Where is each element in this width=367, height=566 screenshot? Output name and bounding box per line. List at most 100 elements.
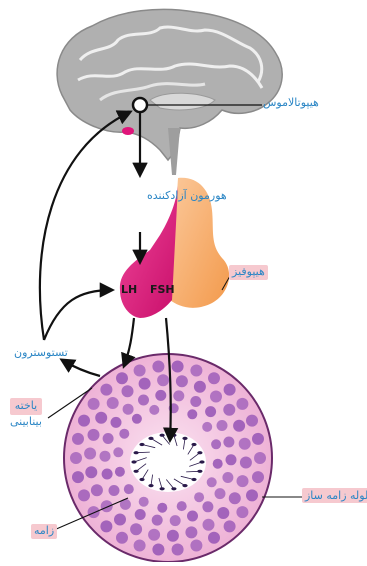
tubule-cell — [155, 390, 166, 401]
tubule-cell — [176, 375, 188, 387]
label-seminiferous-text: لوله زامه ساز — [302, 488, 367, 503]
tubule-cell — [132, 414, 142, 424]
label-hypothalamus: هیپوتالاموس — [263, 97, 319, 110]
tubule-cell — [187, 409, 197, 419]
tubule-cell — [134, 540, 146, 552]
tubule-cell — [170, 515, 181, 526]
tubule-cell — [116, 532, 128, 544]
tubule-cell — [246, 415, 258, 427]
tubule-cell — [157, 503, 167, 513]
label-leydig-line1: یاخته — [10, 398, 42, 415]
label-leydig-cell: یاخته بینابینی — [10, 398, 42, 430]
tubule-cell — [229, 492, 241, 504]
tubule-cell — [115, 467, 125, 477]
tubule-cell — [78, 415, 90, 427]
brain-illustration — [57, 9, 282, 175]
tubule-cell — [172, 361, 184, 373]
tubule-cell — [210, 391, 222, 403]
label-fsh: FSH — [150, 283, 175, 296]
label-releasing-hormone: هورمون آزادکننده — [147, 190, 227, 203]
tubule-cell — [233, 420, 245, 432]
label-seminiferous-tubule: لوله زامه ساز — [302, 490, 367, 503]
label-pituitary: هیپوفیز — [229, 265, 268, 280]
label-sperm: زامه — [31, 524, 57, 539]
seminiferous-tubule-illustration — [64, 354, 272, 562]
tubule-cell — [122, 385, 134, 397]
tubule-cell — [100, 451, 111, 462]
tubule-cell — [223, 404, 235, 416]
tubule-cell — [95, 412, 107, 424]
tubule-cell — [139, 378, 151, 390]
arrow-leydig-to-testosterone — [62, 360, 100, 376]
tubule-cell — [223, 437, 234, 448]
tubule-lumen — [130, 432, 206, 492]
tubule-cell — [190, 540, 202, 552]
tubule-cell — [224, 520, 236, 532]
tubule-cell — [236, 506, 248, 518]
arrow-testosterone-to-hypothalamus — [40, 112, 130, 340]
tubule-cell — [116, 372, 128, 384]
tubule-cell — [152, 361, 164, 373]
tubule-cell — [107, 397, 119, 409]
tubule-cell — [207, 477, 217, 487]
tubule-cell — [119, 429, 129, 439]
label-leydig-line2: بینابینی — [10, 415, 42, 430]
tubule-cell — [72, 471, 84, 483]
tubule-cell — [124, 484, 134, 494]
tubule-cell — [70, 452, 82, 464]
tubule-cell — [217, 507, 229, 519]
tubule-cell — [172, 544, 184, 556]
tubule-cell — [139, 497, 149, 507]
tubule-cell — [177, 501, 187, 511]
tubule-cell — [252, 471, 264, 483]
tubule-cell — [167, 530, 179, 542]
tubule-cell — [226, 454, 237, 465]
tubule-cell — [114, 514, 126, 526]
tubule-cell — [138, 395, 149, 406]
label-lh: LH — [121, 283, 137, 296]
tubule-cell — [100, 520, 112, 532]
tubule-cell — [203, 519, 215, 531]
tubule-cell — [152, 544, 164, 556]
tubule-cell — [236, 398, 248, 410]
hypothalamus-marker — [133, 98, 147, 112]
tubule-cell — [237, 475, 249, 487]
tubule-cell — [149, 405, 159, 415]
tubule-cell — [240, 457, 252, 469]
anterior-pituitary — [120, 186, 178, 318]
tubule-cell — [123, 404, 134, 415]
tubule-cell — [185, 526, 197, 538]
tubule-cell — [208, 372, 220, 384]
tubule-cell — [254, 452, 266, 464]
tubule-cell — [113, 447, 123, 457]
tubule-cell — [246, 489, 258, 501]
tubule-cell — [157, 374, 169, 386]
label-testosterone: تستوسترون — [14, 347, 68, 360]
tubule-cell — [100, 384, 112, 396]
arrow-lh-to-leydig — [124, 318, 134, 366]
tubule-cell — [217, 420, 228, 431]
tubule-cell — [205, 406, 216, 417]
tubule-cell — [88, 506, 100, 518]
tubule-cell — [190, 365, 202, 377]
tubule-cell — [173, 390, 184, 401]
tubule-cell — [252, 433, 264, 445]
tubule-cell — [135, 509, 146, 520]
tubule-cell — [213, 459, 223, 469]
tubule-cell — [202, 501, 213, 512]
tubule-cell — [72, 433, 84, 445]
tubule-cell — [88, 429, 100, 441]
arrow-testosterone-to-pituitary — [44, 290, 112, 340]
tubule-cell — [109, 485, 120, 496]
tubule-cell — [211, 439, 221, 449]
tubule-cell — [103, 433, 114, 444]
tubule-cell — [102, 469, 113, 480]
tubule-cell — [202, 422, 212, 432]
tubule-cell — [78, 489, 90, 501]
tubule-cell — [152, 515, 163, 526]
tubule-cell — [130, 523, 142, 535]
tubule-cell — [224, 384, 236, 396]
tubule-cell — [84, 448, 96, 460]
